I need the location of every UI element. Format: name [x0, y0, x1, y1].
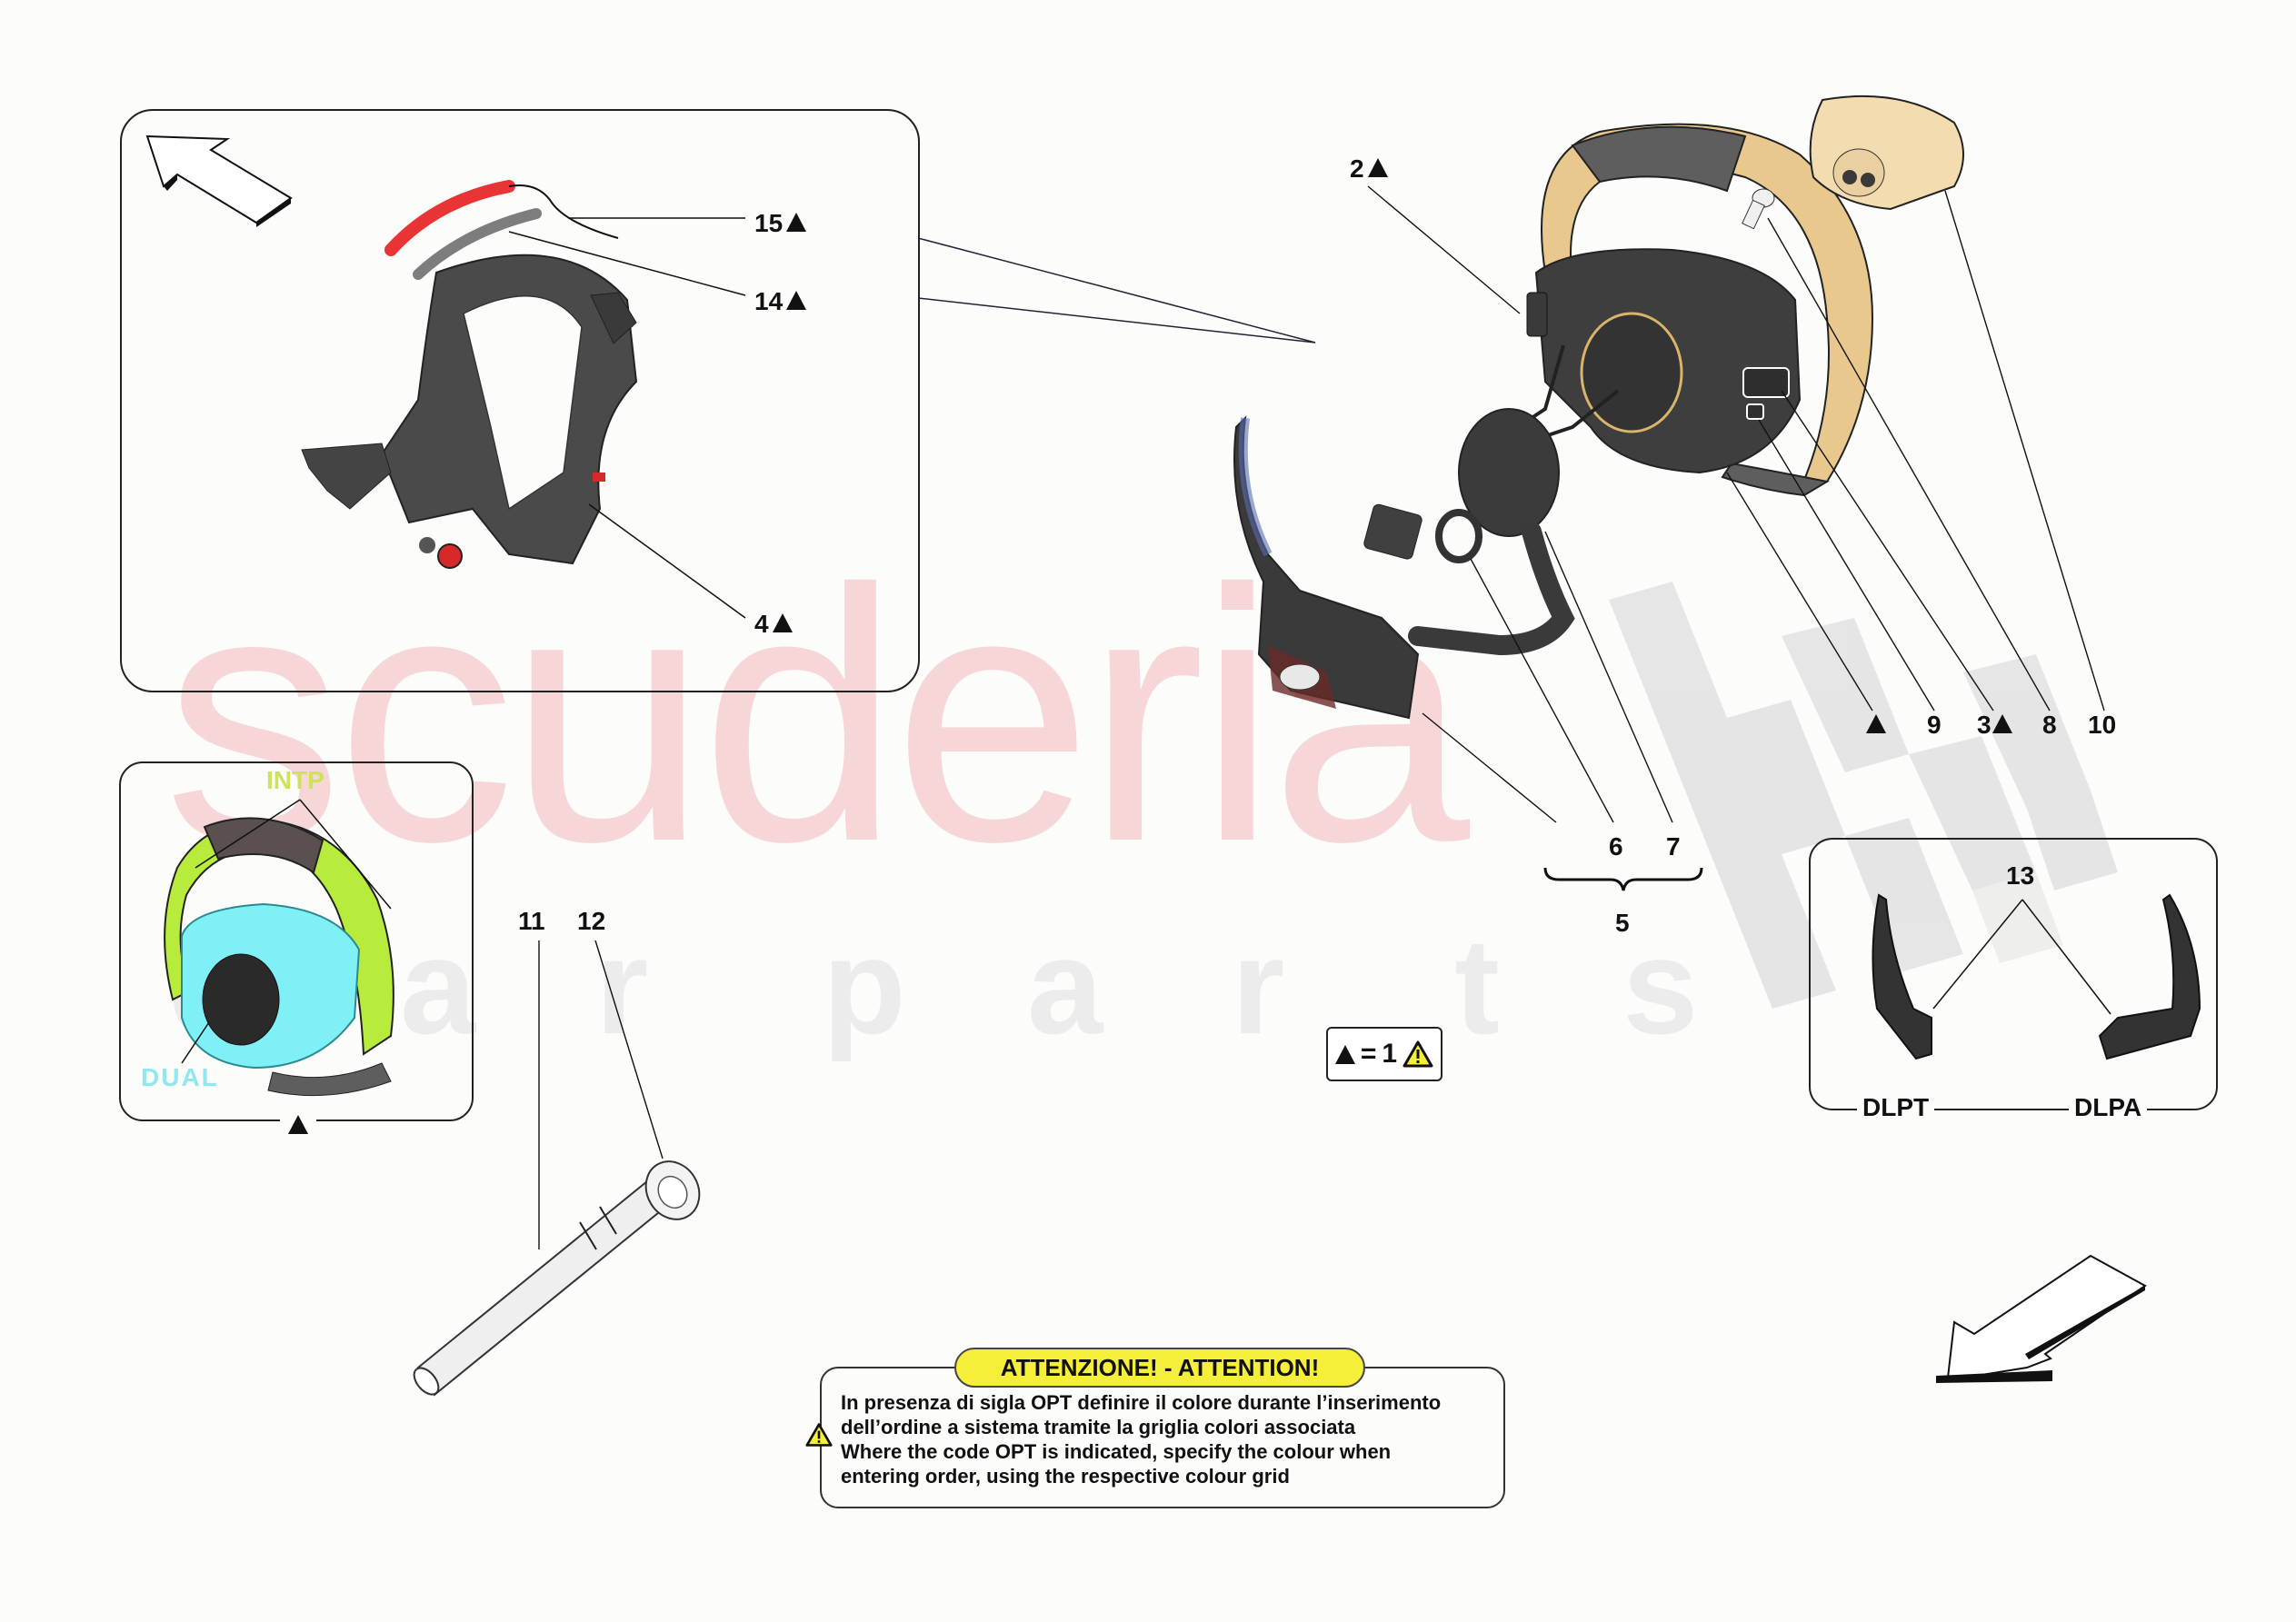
callout-label-6: 6	[1609, 832, 1623, 861]
checkered-flag-watermark	[1609, 582, 2118, 1009]
attention-note-text: In presenza di sigla OPT definire il col…	[841, 1390, 1441, 1488]
shift-paddles-drawing	[1872, 893, 2201, 1060]
callout-label-4: 4	[754, 612, 793, 637]
callout-label-12: 12	[577, 907, 606, 935]
triangle-icon	[1992, 714, 2012, 733]
inset-led-trim-drawing	[384, 180, 746, 296]
callout-label-9: 9	[1927, 711, 1942, 739]
attention-note-line: dell’ordine a sistema tramite la griglia…	[841, 1416, 1356, 1438]
bolt-drawing	[1742, 188, 1775, 230]
symbol-legend: = 1	[1326, 1027, 1442, 1081]
callout-label-triangle	[1866, 712, 1886, 738]
variant-label-dlpa: DLPA	[2069, 1095, 2148, 1120]
steering-column-drawing	[1233, 408, 1575, 720]
inset-frame-led-trim	[120, 109, 920, 692]
inset-footer-triangle-icon	[280, 1112, 316, 1136]
watermark-letter: a	[1027, 910, 1103, 1062]
airbag-module-drawing	[1809, 95, 1964, 211]
attention-note-title: ATTENZIONE! - ATTENTION!	[954, 1348, 1365, 1388]
callout-label-3: 3	[1977, 712, 2012, 738]
shaft-and-bushing-drawing	[413, 940, 701, 1397]
leader-line	[917, 237, 1316, 343]
variant-label-dual: DUAL	[141, 1063, 219, 1091]
legend-value: 1	[1382, 1039, 1398, 1069]
variant-label-dlpt: DLPT	[1857, 1095, 1935, 1120]
watermark-scuderia: scuderia	[164, 514, 1470, 916]
callout-label-5: 5	[1615, 909, 1630, 937]
legend-equals: =	[1360, 1039, 1377, 1069]
triangle-icon	[1367, 158, 1388, 177]
direction-arrow-down-left-icon	[1936, 1254, 2147, 1383]
warning-triangle-icon	[1403, 1040, 1433, 1068]
group-brace	[1543, 867, 1703, 891]
warning-triangle-icon	[805, 1423, 833, 1447]
callout-label-11: 11	[518, 907, 545, 935]
steering-wheel-variant-drawing	[164, 799, 394, 1097]
callout-label-14: 14	[754, 289, 807, 314]
triangle-icon	[786, 291, 807, 310]
direction-arrow-up-left-icon	[145, 134, 293, 227]
triangle-icon	[786, 213, 807, 232]
callout-label-7: 7	[1666, 832, 1681, 861]
watermark-letter: r	[1232, 910, 1285, 1062]
callout-label-15: 15	[754, 211, 807, 236]
switch-housing-drawing	[301, 254, 746, 619]
watermark-letter: p	[823, 910, 906, 1062]
inset-frame-paddles	[1809, 838, 2218, 1110]
watermark-letter: r	[595, 910, 649, 1062]
callout-label-10: 10	[2088, 711, 2117, 739]
variant-label-intp: INTP	[266, 766, 324, 794]
watermark-letter: s	[1622, 910, 1699, 1062]
triangle-icon	[1866, 714, 1886, 733]
callout-label-2: 2	[1350, 156, 1388, 182]
attention-note-line: entering order, using the respective col…	[841, 1465, 1290, 1488]
watermark-letter: a	[400, 910, 476, 1062]
leader-line	[917, 297, 1316, 343]
triangle-icon	[772, 613, 793, 632]
steering-wheel-main-drawing	[1516, 123, 1874, 497]
attention-note-line: Where the code OPT is indicated, specify…	[841, 1440, 1392, 1463]
triangle-icon	[1334, 1044, 1355, 1064]
watermark-letter: t	[1454, 910, 1500, 1062]
attention-note-line: In presenza di sigla OPT definire il col…	[841, 1391, 1442, 1414]
callout-label-13: 13	[2006, 861, 2035, 890]
leader-lines-main	[1367, 185, 2105, 823]
callout-label-8: 8	[2042, 711, 2057, 739]
